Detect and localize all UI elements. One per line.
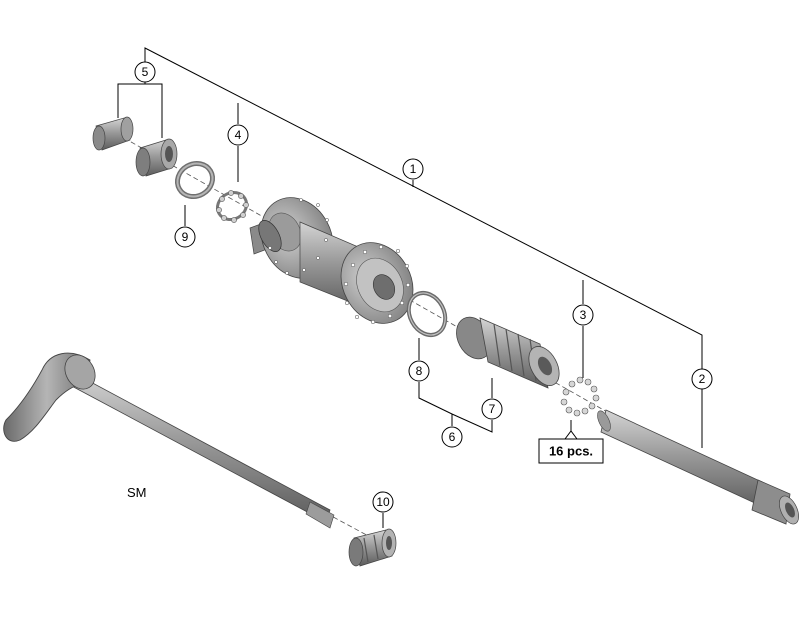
axle-nut	[348, 528, 397, 567]
quantity-label-box: 16 pcs.	[538, 438, 604, 464]
ball-retainer-left	[215, 190, 249, 223]
svg-text:8: 8	[416, 364, 423, 378]
seal-ring-freehub	[406, 290, 448, 338]
callout-8: 8	[408, 360, 430, 382]
callout-10: 10	[372, 491, 394, 513]
callout-5: 5	[134, 61, 156, 83]
hub-axle	[597, 409, 799, 525]
callout-7: 7	[481, 398, 503, 420]
callout-2: 2	[691, 368, 713, 390]
callout-1: 1	[402, 158, 424, 180]
seal-ring	[174, 160, 216, 200]
callout-3: 3	[572, 304, 594, 326]
callout-6: 6	[441, 426, 463, 448]
svg-text:4: 4	[235, 128, 242, 142]
callout-9: 9	[174, 226, 196, 248]
svg-text:2: 2	[699, 372, 706, 386]
svg-text:7: 7	[489, 402, 496, 416]
quantity-label: 16 pcs.	[549, 444, 593, 459]
svg-text:9: 9	[182, 230, 189, 244]
model-label: SM	[127, 485, 147, 500]
svg-text:3: 3	[580, 308, 587, 322]
freehub-body	[456, 316, 560, 389]
hub-body	[249, 197, 414, 325]
cone-nut	[135, 138, 178, 177]
svg-text:6: 6	[449, 430, 456, 444]
bearing-sleeve	[92, 116, 134, 151]
callout-4: 4	[227, 124, 249, 146]
thru-axle	[3, 352, 335, 529]
svg-text:1: 1	[410, 162, 417, 176]
ball-bearings-16	[560, 376, 600, 417]
svg-text:5: 5	[142, 65, 149, 79]
svg-text:10: 10	[376, 495, 390, 509]
